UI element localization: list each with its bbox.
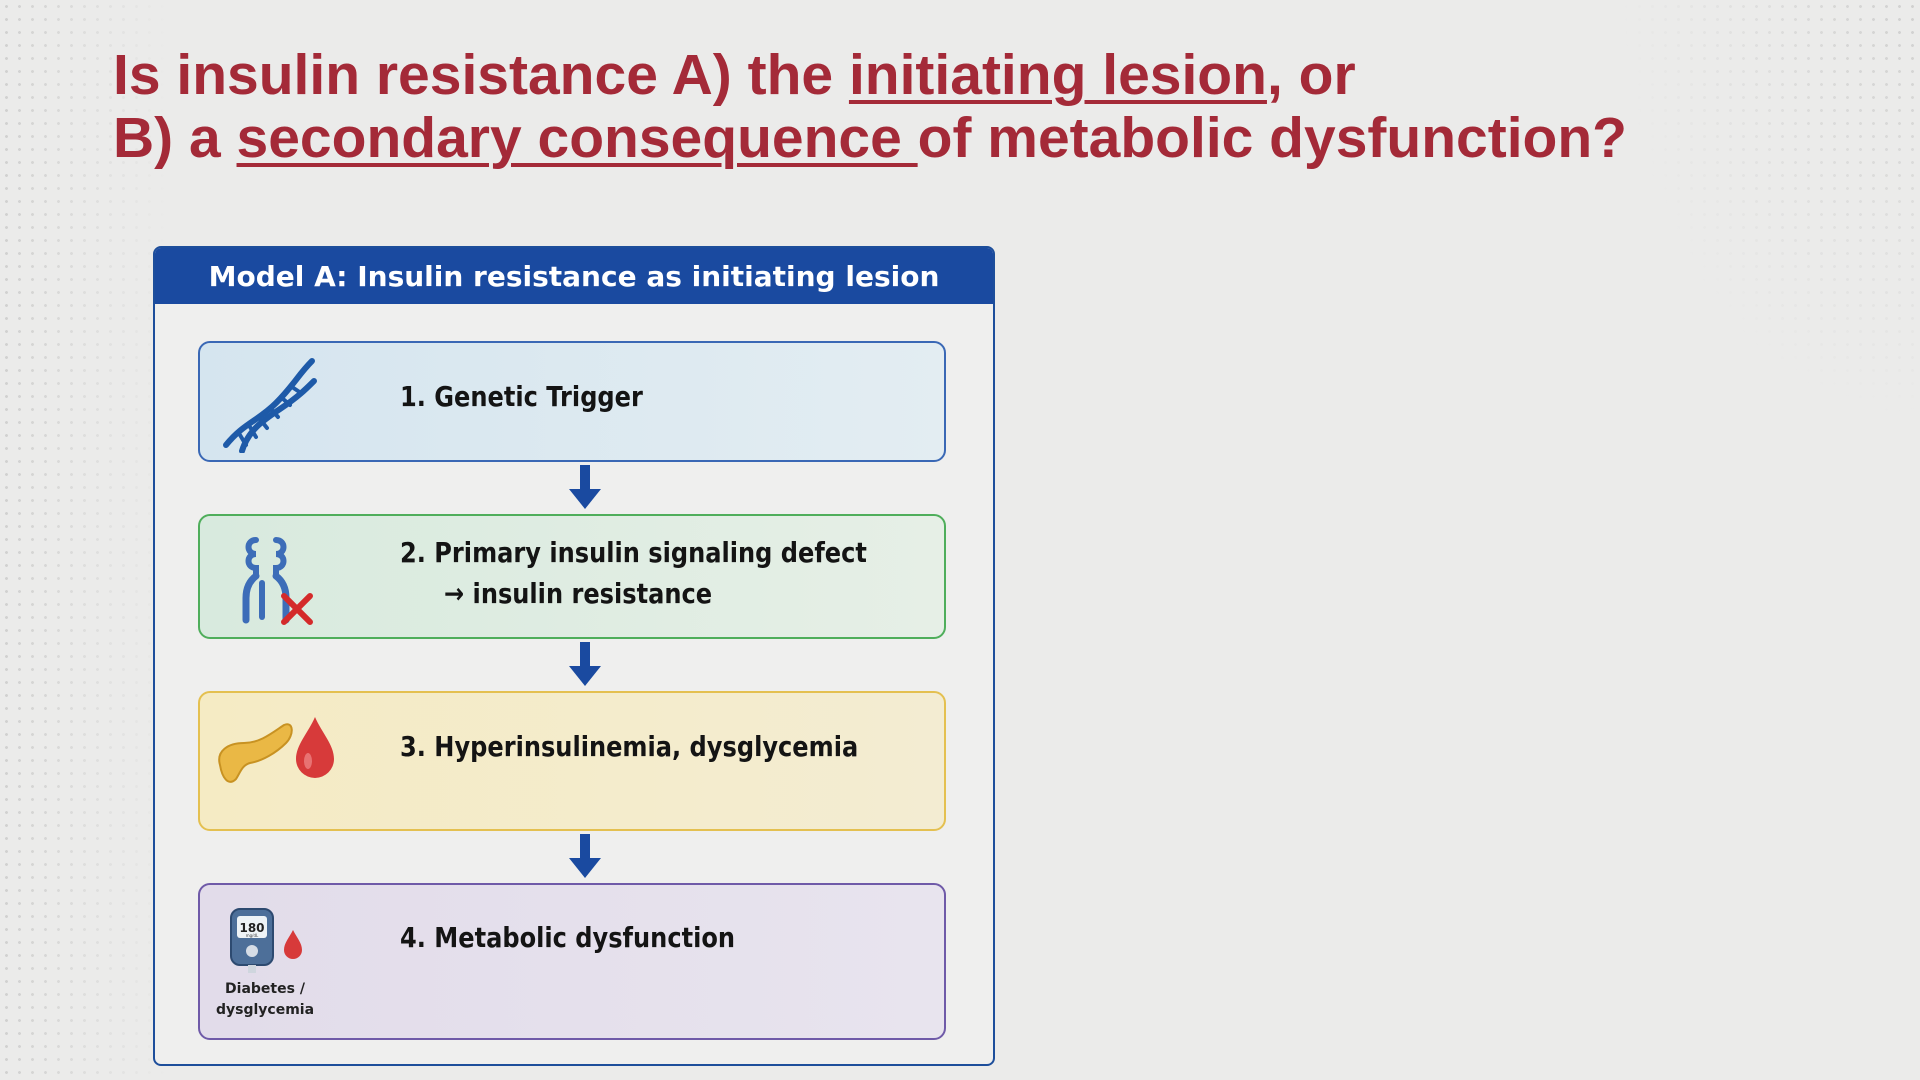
slide-title: Is insulin resistance A) the initiating … <box>113 44 1627 170</box>
glucometer-icon: 180 mg/dL <box>230 908 274 973</box>
step-4-label: 4. Metabolic dysfunction <box>400 921 736 954</box>
meter-unit: mg/dL <box>246 933 259 938</box>
panel-header: Model A: Insulin resistance as initiatin… <box>155 248 993 304</box>
blood-drop-icon <box>284 930 302 959</box>
title-underlined-initiating-lesion: initiating lesion <box>848 43 1267 107</box>
dna-icon <box>223 358 317 453</box>
background-dot-pattern-right <box>1620 0 1920 420</box>
pancreas-icon <box>218 723 293 783</box>
arrow-down-icon <box>569 465 601 509</box>
step-2-label-line-1: 2. Primary insulin signaling defect <box>400 536 867 569</box>
receptor-blocked-icon <box>242 537 313 625</box>
arrow-down-icon <box>569 642 601 686</box>
step-1-label: 1. Genetic Trigger <box>400 380 643 413</box>
diabetes-icon-caption: Diabetes / dysglycemia <box>215 981 315 1018</box>
title-line-2: B) a secondary consequence of metabolic … <box>113 106 1627 170</box>
arrow-down-icon <box>569 834 601 878</box>
title-line-1: Is insulin resistance A) the initiating … <box>113 43 1356 107</box>
step-2-label-line-2: → insulin resistance <box>444 577 713 610</box>
meter-reading: 180 <box>239 921 264 935</box>
model-a-panel: Model A: Insulin resistance as initiatin… <box>153 246 995 1066</box>
blood-drop-icon <box>296 717 334 778</box>
step-hyperinsulinemia: 3. Hyperinsulinemia, dysglycemia <box>198 691 946 831</box>
step-genetic-trigger: 1. Genetic Trigger <box>198 341 946 462</box>
background-dot-pattern-left <box>0 0 170 1080</box>
step-signaling-defect: 2. Primary insulin signaling defect → in… <box>198 514 946 639</box>
title-underlined-secondary-consequence: secondary consequence <box>236 106 918 170</box>
step-3-label: 3. Hyperinsulinemia, dysglycemia <box>400 730 859 763</box>
step-metabolic-dysfunction: 180 mg/dL Diabetes / dysglycemia 4. Meta… <box>198 883 946 1040</box>
